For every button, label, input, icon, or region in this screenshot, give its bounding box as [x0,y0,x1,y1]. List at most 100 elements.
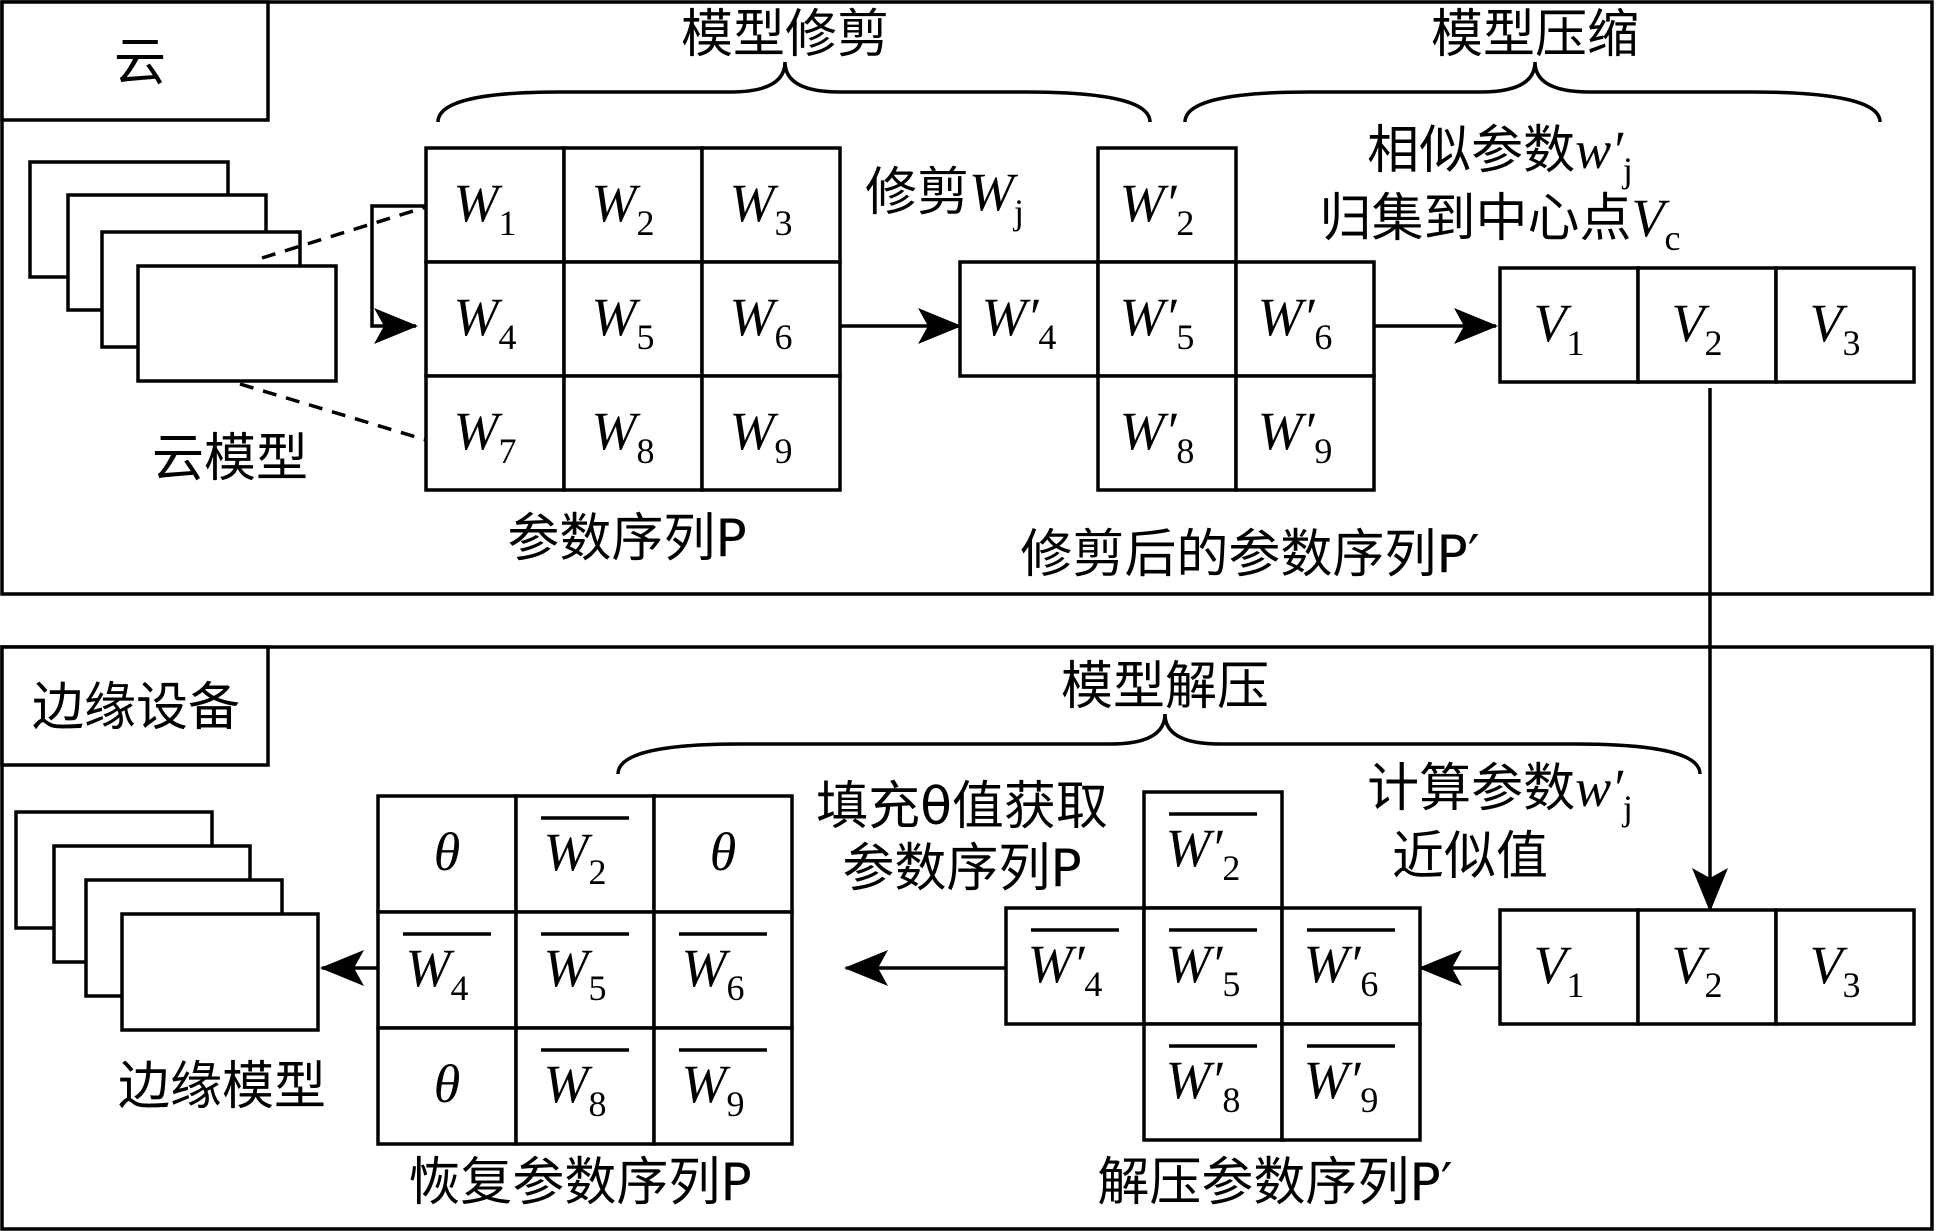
decompressed-cell-label: W′5 [1166,934,1241,1004]
restored-cell-label: W4 [406,938,469,1008]
param-cell-label: W5 [592,287,655,357]
edge-center-cell: V1 [1498,908,1640,1026]
param-cell: W1 [424,146,566,264]
decompressed-cell: W′4 [1004,906,1146,1026]
center-cell-label: V2 [1672,293,1723,363]
param-cell: W7 [424,374,566,492]
cloud-model-label: 云模型 [152,429,308,489]
decompressed-cell-label: W′2 [1166,818,1241,888]
fill-note-line1: 填充θ值获取 [816,777,1108,837]
compression-brace [1183,61,1882,123]
feed-arrow [370,204,426,344]
center-cell: V3 [1774,266,1916,384]
param-cell: W3 [700,146,842,264]
decompress-title: 模型解压 [1061,657,1269,717]
pruned-cell-label: W′4 [982,287,1057,357]
pruned-cell: W′9 [1234,374,1376,492]
param-cell: W5 [562,260,704,378]
param-cell: W6 [700,260,842,378]
prune-note: 修剪Wj [865,162,1024,232]
pruning-title: 模型修剪 [681,5,889,65]
decompressed-seq-label: 解压参数序列P′ [1097,1153,1452,1213]
restored-cell: θ [652,794,794,914]
restored-cell: W2 [514,794,656,914]
edge-centers-row: V1 V2 V3 [1498,908,1916,1026]
param-seq-label: 参数序列P [507,509,746,569]
param-cell-label: W3 [730,173,793,243]
pruned-grid: W′2W′4 W′5 W′6W′8 W′9 [958,146,1376,492]
zoom-line-bottom [239,382,427,442]
pruned-seq-label: 修剪后的参数序列P′ [1020,525,1479,585]
edge-title: 边缘设备 [32,678,240,738]
cloud-centers-row: V1 V2 V3 [1498,266,1916,384]
restored-cell: θ [376,1026,518,1146]
edge-center-cell-label: V3 [1810,935,1861,1005]
decompressed-cell-label: W′4 [1028,934,1103,1004]
restored-cell-label: W5 [544,938,607,1008]
restored-cell: W9 [652,1026,794,1146]
cloud-title: 云 [114,33,166,93]
restored-seq-label: 恢复参数序列P [408,1153,751,1213]
restored-cell: W8 [514,1026,656,1146]
restored-cell-label: W9 [682,1054,745,1124]
cluster-note-line2: 归集到中心点Vc [1320,188,1681,258]
cloud-model-stack-icon [28,160,338,383]
param-cell-label: W1 [454,173,517,243]
restored-cell-label: θ [434,822,461,882]
param-cell-label: W4 [454,287,517,357]
decompressed-cell: W′5 [1142,906,1284,1026]
center-cell-label: V1 [1534,293,1585,363]
pruned-cell-label: W′9 [1258,401,1333,471]
param-cell: W8 [562,374,704,492]
approx-note-line2: 近似值 [1392,827,1548,887]
zoom-line-top [261,205,427,260]
decompressed-cell: W′9 [1280,1022,1422,1142]
param-cell-label: W8 [592,401,655,471]
pruned-cell-label: W′5 [1120,287,1195,357]
edge-center-cell: V2 [1636,908,1778,1026]
decompressed-cell: W′8 [1142,1022,1284,1142]
restored-cell-label: θ [434,1054,461,1114]
edge-model-label: 边缘模型 [118,1057,326,1117]
pruned-cell-label: W′6 [1258,287,1333,357]
param-cell-label: W6 [730,287,793,357]
edge-center-cell: V3 [1774,908,1916,1026]
restored-cell-label: θ [710,822,737,882]
edge-model-stack-icon [14,810,320,1032]
pruned-cell: W′8 [1096,374,1238,492]
param-cell-label: W2 [592,173,655,243]
decompressed-cell-label: W′8 [1166,1050,1241,1120]
pruned-cell-label: W′2 [1120,173,1195,243]
edge-center-cell-label: V2 [1672,935,1723,1005]
decompressed-cell-label: W′9 [1304,1050,1379,1120]
restored-cell: W4 [376,910,518,1030]
param-cell: W9 [700,374,842,492]
decompress-brace [616,713,1702,775]
cluster-note-line1: 相似参数w′j [1367,120,1633,190]
pruning-brace [436,61,1152,123]
restored-cell-label: W6 [682,938,745,1008]
compression-title: 模型压缩 [1431,5,1639,65]
decompressed-grid: W′2W′4 W′5 W′6W′8 W′9 [1004,790,1422,1142]
cloud-title-box [0,0,270,122]
pruned-cell: W′6 [1234,260,1376,378]
center-cell-label: V3 [1810,293,1861,363]
center-cell: V2 [1636,266,1778,384]
restored-cell-label: W8 [544,1054,607,1124]
pruned-cell: W′2 [1096,146,1238,264]
pruned-cell: W′5 [1096,260,1238,378]
approx-note-line1: 计算参数w′j [1367,758,1633,828]
decompressed-cell: W′6 [1280,906,1422,1026]
pruned-cell: W′4 [958,260,1100,378]
param-cell-label: W9 [730,401,793,471]
edge-center-cell-label: V1 [1534,935,1585,1005]
edge-title-box [0,645,270,767]
decompressed-cell: W′2 [1142,790,1284,910]
pruned-cell-label: W′8 [1120,401,1195,471]
restored-cell: θ [376,794,518,914]
fill-note-line2: 参数序列P [842,839,1081,899]
